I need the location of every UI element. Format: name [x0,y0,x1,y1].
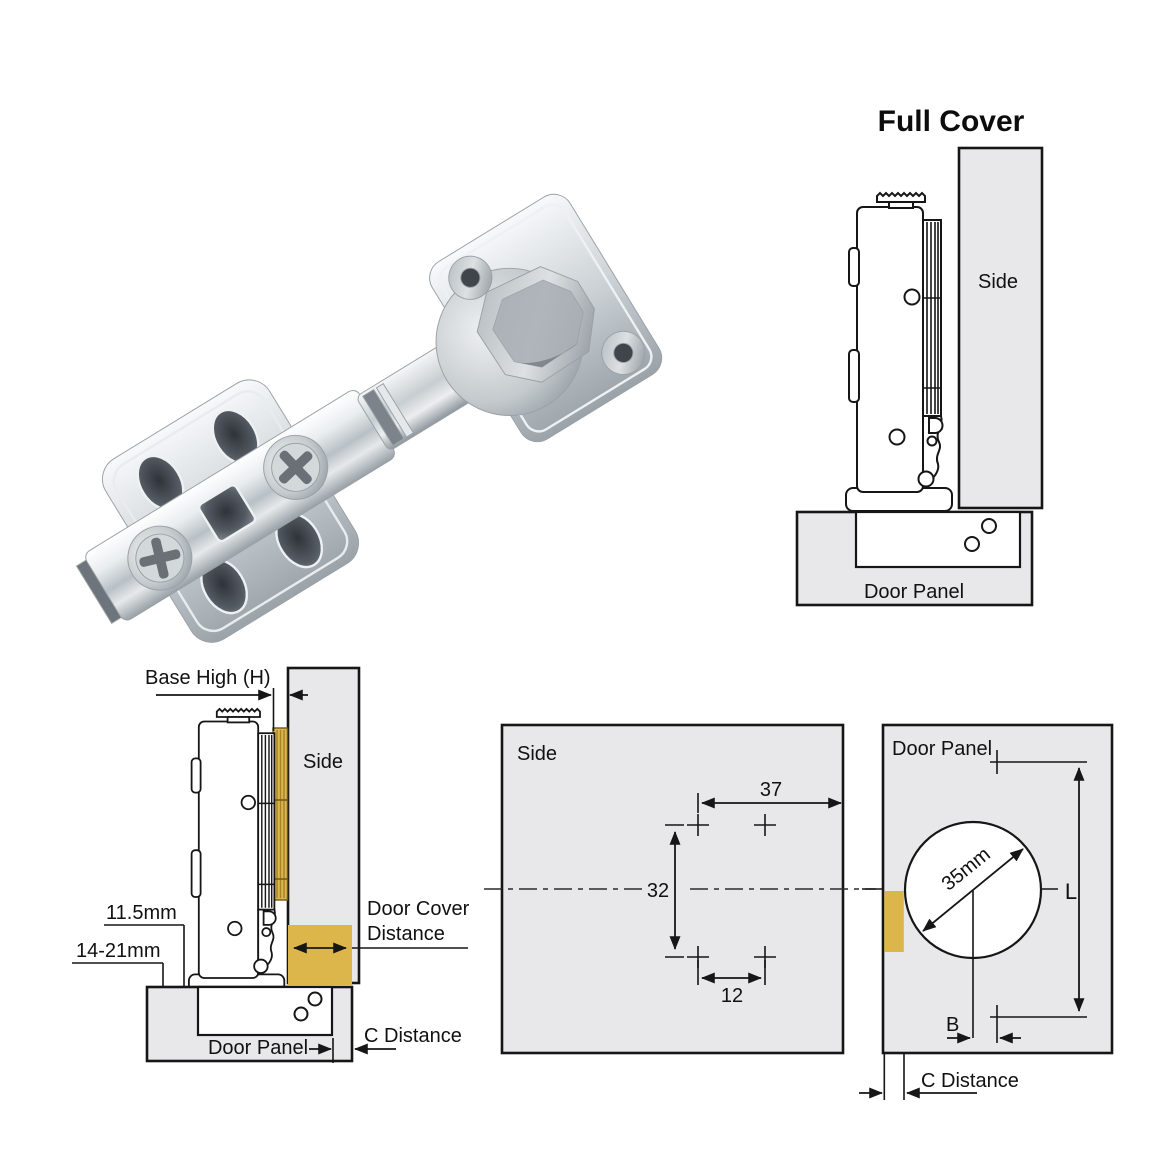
hinge-side-view [187,708,286,997]
hinge-product-photo [75,193,663,643]
inner-depth-label: 11.5mm [106,902,177,924]
countersunk-hole [448,255,493,300]
door-cover-area [288,925,352,985]
base-high-label: Base High (H) [145,667,271,689]
door-panel-label: Door Panel [864,581,964,603]
phillips-screw [127,525,193,591]
side-label: Side [978,271,1018,293]
cup-hole [981,518,997,534]
dim-b: B [946,1014,959,1036]
door-panel-label: Door Panel [208,1037,308,1059]
cup-hole [307,991,323,1007]
c-distance-label: C Distance [364,1025,462,1047]
door-cover-edge [884,891,904,952]
cup-plate [429,193,663,443]
drilling-diagram: Side 37 32 12 Door Panel 35mm [484,723,1114,1100]
total-depth-label: 14-21mm [76,940,160,962]
hinge-side-view [845,192,953,512]
phillips-screw [263,434,329,500]
cup-bore [854,510,1022,569]
mounting-rail [75,390,395,624]
side-label: Side [517,743,557,765]
door-cover-label-1: Door Cover [367,898,470,920]
side-label: Side [303,751,343,773]
door-cover-label-2: Distance [367,923,445,945]
dim-12: 12 [721,985,743,1007]
c-distance-label: C Distance [921,1070,1019,1092]
square-hole [197,484,257,543]
countersunk-hole [601,330,646,375]
diagram-title: Full Cover [878,105,1025,138]
cup-hole [293,1006,309,1022]
dim-32: 32 [647,880,669,902]
dim-37: 37 [760,779,782,801]
side-panel [957,146,1044,510]
mounting-section-diagram: Side Base High (H) 11.5mm 14-21mm Door P… [72,666,470,1063]
side-drill-panel [500,723,845,1055]
full-cover-diagram: Full Cover Side Door Panel [795,105,1044,607]
cup-hole [964,536,980,552]
dim-l: L [1065,879,1077,904]
door-panel-label: Door Panel [892,738,992,760]
knuckle [362,388,405,447]
